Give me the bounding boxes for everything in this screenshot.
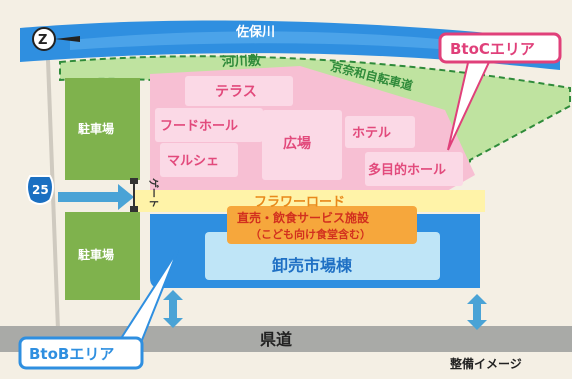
food-hall-building	[155, 108, 263, 142]
btob-callout-label: BtoBエリア	[29, 345, 114, 363]
wholesale-market-label: 卸売市場棟	[272, 256, 353, 275]
parking-lot-top	[65, 78, 140, 180]
gate-marker-top	[130, 178, 138, 184]
parking-bottom-label: 駐車場	[78, 247, 114, 262]
riverbed-label: 河川敷	[222, 53, 263, 70]
river-highlight	[70, 31, 540, 58]
gate-marker-bottom	[130, 206, 138, 212]
north-compass-icon	[32, 27, 80, 51]
btob-callout-box	[18, 336, 144, 370]
parking-lot-bottom	[65, 212, 140, 300]
route-arrow	[58, 184, 134, 210]
left-edge-road	[46, 59, 60, 331]
food-service-building	[227, 206, 417, 244]
plaza-label: 広場	[283, 135, 311, 152]
multipurpose-hall-label: 多目的ホール	[368, 162, 446, 178]
prefectural-road-label: 県道	[260, 330, 292, 349]
image-note-label: 整備イメージ	[449, 356, 522, 371]
parking-top-label: 駐車場	[78, 121, 114, 136]
river-label: 佐保川	[235, 24, 275, 40]
route-shield	[26, 175, 54, 205]
river	[20, 20, 560, 70]
marche-building	[160, 143, 238, 177]
access-arrow-left	[163, 290, 183, 328]
multipurpose-hall-building	[365, 152, 463, 186]
food-hall-label: フードホール	[160, 119, 238, 134]
btoc-callout-box	[438, 32, 562, 64]
compass-letter: Z	[38, 33, 47, 48]
marche-label: マルシェ	[167, 154, 219, 169]
flower-road-label: フラワーロード	[254, 195, 345, 210]
terrace-building	[185, 76, 293, 106]
food-service-label-1: 直売・飲食サービス施設	[237, 210, 370, 225]
terrace-label: テラス	[215, 84, 257, 100]
hotel-building	[345, 116, 415, 148]
hotel-label: ホテル	[352, 126, 391, 141]
btoc-callout-label: BtoCエリア	[450, 40, 535, 58]
access-arrow-right	[467, 294, 487, 330]
route-number-label: 25	[32, 183, 49, 197]
food-service-label-2: （こども向け食堂含む）	[250, 227, 371, 241]
plaza-area	[262, 110, 342, 180]
gate-label: ゲート	[147, 178, 160, 208]
